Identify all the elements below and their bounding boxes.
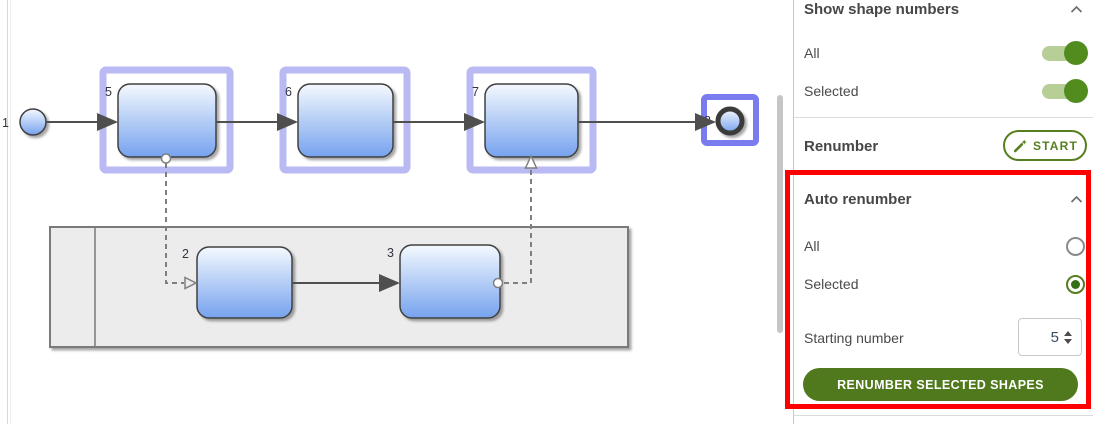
shape-numbers-panel: Show shape numbers All Selected Renumber… (793, 0, 1093, 424)
connector-source-dot (492, 277, 504, 289)
renumber-label: Renumber (804, 138, 879, 155)
pool-container[interactable] (49, 226, 629, 348)
show-all-toggle[interactable] (1042, 41, 1088, 66)
diagram-svg: 1 5 6 7 8 2 3 (2, 0, 759, 424)
toggle-knob (1064, 41, 1088, 65)
task-shape-6[interactable] (297, 83, 394, 158)
auto-selected-label: Selected (804, 276, 859, 292)
shape-number-task7: 7 (472, 85, 479, 99)
shape-number-task3: 3 (387, 246, 394, 260)
canvas-vertical-scrollbar[interactable] (777, 95, 783, 333)
open-arrowhead (184, 276, 198, 290)
collapse-chevron-up-icon[interactable] (1070, 5, 1083, 14)
starting-number-input-box (1018, 318, 1082, 356)
shape-number-task5: 5 (105, 85, 112, 99)
task-shape-3[interactable] (399, 244, 501, 319)
end-event-shape[interactable] (715, 106, 745, 136)
number-spinner[interactable] (1064, 329, 1073, 346)
spinner-down-icon[interactable] (1064, 339, 1072, 344)
start-event-shape[interactable] (19, 108, 47, 136)
dashed-connector-task5-to-task2[interactable] (160, 153, 198, 290)
auto-renumber-collapse-chevron-up-icon[interactable] (1070, 195, 1083, 204)
shape-number-task2: 2 (182, 247, 189, 261)
connector-source-dot (160, 153, 172, 164)
starting-number-label: Starting number (804, 330, 904, 346)
dashed-connector-task3-to-task7[interactable] (492, 154, 538, 289)
show-shape-numbers-title: Show shape numbers (804, 1, 960, 18)
show-all-label: All (804, 45, 820, 61)
open-arrowhead (524, 154, 538, 169)
start-button-label: START (1032, 138, 1079, 153)
magic-wand-icon (1013, 139, 1027, 152)
shape-number-task6: 6 (285, 85, 292, 99)
auto-renumber-title: Auto renumber (804, 191, 912, 208)
spinner-up-icon[interactable] (1064, 331, 1072, 336)
toggle-knob (1064, 79, 1088, 103)
task-shape-5[interactable] (117, 83, 217, 158)
auto-selected-radio[interactable] (1066, 275, 1085, 294)
task-shape-2[interactable] (196, 246, 293, 319)
starting-number-input[interactable] (1019, 319, 1059, 355)
renumber-selected-shapes-button[interactable]: RENUMBER SELECTED SHAPES (803, 368, 1078, 401)
diagram-canvas[interactable]: 1 5 6 7 8 2 3 (0, 0, 793, 424)
show-selected-toggle[interactable] (1042, 79, 1088, 104)
auto-all-radio[interactable] (1066, 237, 1085, 256)
auto-all-label: All (804, 238, 820, 254)
section-divider (794, 117, 1093, 118)
shape-number-start: 1 (2, 116, 9, 130)
renumber-start-button[interactable]: START (1003, 130, 1087, 161)
section-divider (794, 415, 1093, 416)
show-selected-label: Selected (804, 83, 859, 99)
task-shape-7[interactable] (484, 83, 579, 158)
